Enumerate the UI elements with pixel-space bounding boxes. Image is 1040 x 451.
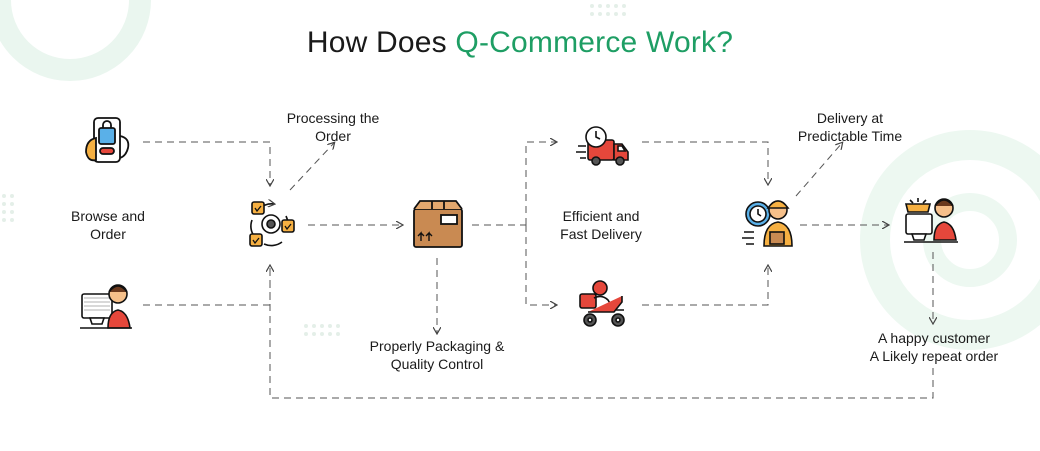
connector-split-to-truck [525,142,556,225]
title-accent: Q-Commerce Work? [455,26,734,59]
courier-clock-icon [742,200,793,247]
label-delivery-time-line1: Delivery at [816,110,884,126]
label-browse-order-line1: Browse and [71,208,145,224]
label-fast-delivery: Efficient and Fast Delivery [536,207,666,243]
page-title: How Does Q-Commerce Work? [0,26,1040,60]
connector-truck-to-courier [642,141,768,184]
label-delivery-time: Delivery at Predictable Time [780,109,920,145]
package-box-icon [413,200,463,248]
label-packaging-line2: Quality Control [390,356,484,372]
label-processing-line2: Order [315,128,351,144]
delivery-scooter-icon [579,280,625,327]
connector-scooter-to-courier [642,266,768,306]
label-happy-customer-line1: A happy customer [877,330,991,346]
label-fast-delivery-line2: Fast Delivery [560,226,642,242]
label-browse-order: Browse and Order [48,207,168,243]
connector-split-to-scooter [525,225,556,305]
label-happy-customer: A happy customer A Likely repeat order [852,329,1016,365]
connector-processing-label [289,143,334,191]
label-packaging-line1: Properly Packaging & [369,338,505,354]
label-browse-order-line2: Order [90,226,126,242]
happy-customer-icon [904,198,958,243]
label-packaging: Properly Packaging & Quality Control [352,337,522,373]
title-prefix: How Does [306,26,456,59]
delivery-truck-icon [576,126,629,166]
mobile-shopping-icon [85,117,130,163]
label-happy-customer-line2: A Likely repeat order [869,348,999,364]
connector-repeat-loop [269,268,934,399]
label-delivery-time-line2: Predictable Time [797,128,903,144]
label-fast-delivery-line1: Efficient and [562,208,640,224]
connector-phone-to-processing [143,141,270,185]
order-processing-icon [249,202,295,247]
label-processing: Processing the Order [268,109,398,145]
label-processing-line1: Processing the [286,110,380,126]
online-shopper-icon [80,284,132,329]
